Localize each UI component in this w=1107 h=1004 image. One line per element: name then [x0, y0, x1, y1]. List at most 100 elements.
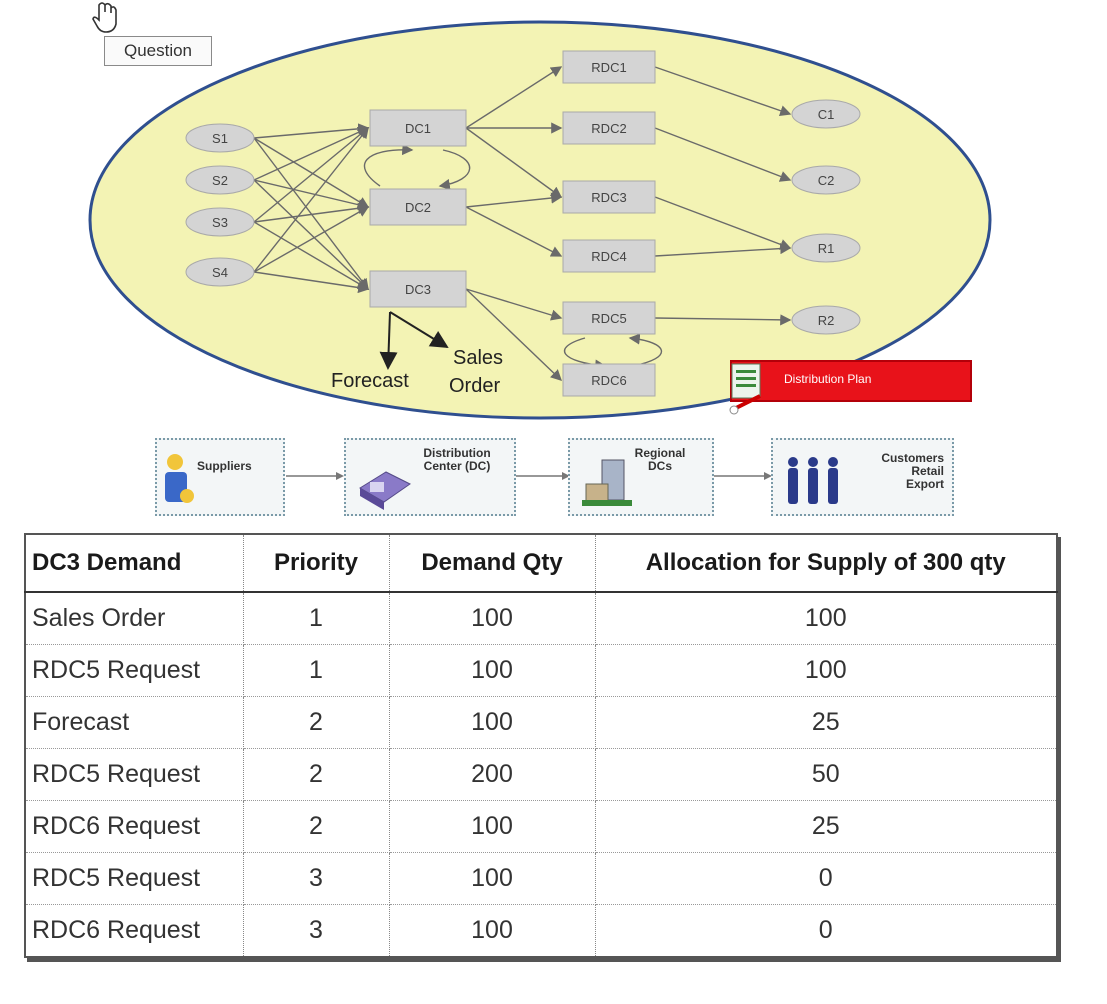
cell-allocation: 0: [595, 904, 1058, 957]
distribution-plan-icon: [729, 363, 761, 415]
edge-s2-dc2: [253, 179, 370, 211]
customers-icon: [788, 457, 838, 504]
node-label-c1: C1: [818, 107, 835, 122]
node-label-rdc4: RDC4: [591, 249, 626, 264]
cell-priority: 2: [243, 696, 390, 749]
node-rdc6: RDC6: [562, 363, 656, 397]
stage-customers-label-line2: Retail: [911, 464, 944, 478]
node-label-rdc1: RDC1: [591, 60, 626, 75]
distribution-plan-button[interactable]: Distribution Plan: [729, 360, 972, 415]
node-dc1: DC1: [369, 109, 467, 147]
stage-customers-label-line3: Export: [905, 477, 944, 491]
cell-allocation: 100: [595, 644, 1058, 697]
header-dc3-demand: DC3 Demand: [25, 534, 244, 593]
node-s1: S1: [185, 123, 255, 153]
stage-suppliers: Suppliers: [155, 438, 285, 516]
edge-s4-dc1: [253, 126, 369, 273]
cell-priority: 1: [243, 592, 390, 645]
node-label-dc3: DC3: [405, 282, 431, 297]
cell-priority: 2: [243, 800, 390, 853]
cell-demand-qty: 100: [389, 800, 596, 853]
cell-priority: 1: [243, 644, 390, 697]
flow-arrow-2: [516, 472, 570, 480]
cell-demand-qty: 100: [389, 644, 596, 697]
table-row: RDC5 Request 1 100 100: [25, 644, 1058, 697]
edge-s2-dc1: [253, 126, 370, 181]
cell-priority: 2: [243, 748, 390, 801]
cell-demand-qty: 100: [389, 696, 596, 749]
regional-dcs-icon: [582, 459, 632, 506]
cell-demand-qty: 100: [389, 592, 596, 645]
node-rdc3: RDC3: [562, 180, 656, 214]
node-dc3: DC3: [369, 270, 467, 308]
stage-dc-label-line1: Distribution: [423, 446, 491, 460]
node-label-r1: R1: [818, 241, 835, 256]
node-s4: S4: [185, 257, 255, 287]
edge-dc2-rdc4: [465, 206, 563, 257]
edge-dc3-rdc5: [465, 288, 563, 321]
node-s3: S3: [185, 207, 255, 237]
node-label-rdc6: RDC6: [591, 373, 626, 388]
stage-regional-label-line2: DCs: [647, 459, 672, 473]
node-label-dc1: DC1: [405, 121, 431, 136]
node-label-dc2: DC2: [405, 200, 431, 215]
cell-allocation: 0: [595, 852, 1058, 905]
flow-arrow-3: [714, 472, 772, 480]
edge-s2-dc3: [253, 179, 370, 290]
node-dc2: DC2: [369, 188, 467, 226]
stage-regional-label-line1: Regional: [634, 446, 686, 460]
cell-allocation: 100: [595, 592, 1058, 645]
node-label-s3: S3: [212, 215, 228, 230]
question-tooltip: Question: [104, 36, 212, 66]
dc3-demand-table: DC3 Demand Priority Demand Qty Allocatio…: [24, 533, 1058, 958]
cell-demand: RDC6 Request: [25, 800, 244, 853]
node-c1: C1: [791, 99, 861, 129]
edge-s4-dc2: [253, 206, 370, 273]
node-label-rdc2: RDC2: [591, 121, 626, 136]
node-label-r2: R2: [818, 313, 835, 328]
dc3-forecast-arrow: [379, 311, 398, 370]
stage-regional-label: Regional DCs: [610, 447, 710, 473]
node-label-rdc5: RDC5: [591, 311, 626, 326]
cell-demand: RDC6 Request: [25, 904, 244, 957]
node-c2: C2: [791, 165, 861, 195]
dc2-dc1-loop: [438, 149, 471, 190]
edge-rdc3-r1: [654, 196, 792, 250]
edge-dc1-rdc3: [465, 127, 563, 198]
rdc6-rdc5-loop: [628, 333, 663, 367]
cell-allocation: 25: [595, 800, 1058, 853]
edge-s1-dc3: [253, 137, 369, 291]
table-row: RDC6 Request 3 100 0: [25, 904, 1058, 957]
cell-demand-qty: 100: [389, 904, 596, 957]
forecast-label: Forecast: [331, 370, 409, 392]
edge-s3-dc1: [253, 127, 370, 223]
stage-customers-label-line1: Customers: [881, 451, 944, 465]
table-row: Forecast 2 100 25: [25, 696, 1058, 749]
node-label-c2: C2: [818, 173, 835, 188]
header-allocation: Allocation for Supply of 300 qty: [595, 534, 1058, 593]
node-s2: S2: [185, 165, 255, 195]
stage-regional-dcs: Regional DCs: [568, 438, 714, 516]
cell-demand-qty: 200: [389, 748, 596, 801]
stage-customers-label: Customers Retail Export: [881, 452, 944, 491]
edge-rdc2-c2: [654, 127, 792, 182]
node-rdc1: RDC1: [562, 50, 656, 84]
edge-s1-dc2: [253, 137, 370, 208]
edge-s3-dc3: [253, 221, 370, 290]
edge-rdc4-r1: [654, 242, 792, 257]
edge-s4-dc3: [253, 271, 370, 294]
cell-demand: RDC5 Request: [25, 852, 244, 905]
stage-suppliers-label: Suppliers: [197, 459, 252, 473]
stage-distribution-center: Distribution Center (DC): [344, 438, 516, 516]
node-r1: R1: [791, 233, 861, 263]
stage-dc-label: Distribution Center (DC): [402, 447, 512, 473]
cell-allocation: 50: [595, 748, 1058, 801]
table-row: Sales Order 1 100 100: [25, 592, 1058, 645]
header-demand-qty: Demand Qty: [389, 534, 596, 593]
node-r2: R2: [791, 305, 861, 335]
cell-demand: RDC5 Request: [25, 748, 244, 801]
cell-priority: 3: [243, 904, 390, 957]
dc1-dc2-loop: [363, 143, 414, 187]
edge-dc1-rdc1: [465, 66, 563, 129]
